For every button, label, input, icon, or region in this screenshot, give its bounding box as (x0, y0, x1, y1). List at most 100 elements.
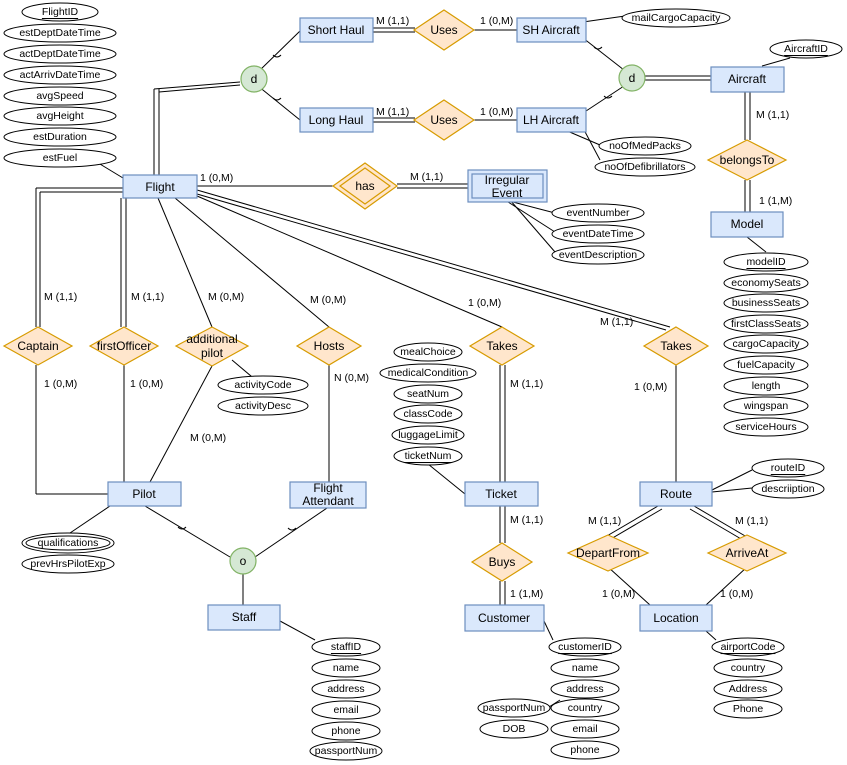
has-label: has (355, 179, 374, 193)
card-uses-lh-aircraft: 1 (0,M) (480, 106, 513, 118)
attr-routeid (751, 458, 825, 478)
attr-staff-phone-text: phone (331, 725, 360, 737)
attr-activitydesc-text: activityDesc (235, 400, 291, 412)
takes-route-diamond (642, 326, 710, 366)
attr-prevhrspilotexp-text: prevHrsPilotExp (30, 558, 105, 570)
model-entity (710, 211, 784, 238)
attr-classcode-text: classCode (403, 408, 452, 420)
attr-customer-name-text: name (572, 662, 598, 674)
attr-modelid-text: modelID (746, 256, 786, 268)
long-haul-label: Long Haul (309, 113, 364, 127)
pilot-entity (107, 481, 182, 507)
attr-length-text: length (752, 380, 781, 392)
attr-noofmedpacks-text: noOfMedPacks (609, 140, 681, 152)
ticket-label: Ticket (485, 487, 517, 501)
flight-entity (122, 174, 198, 199)
card-long-haul-uses: M (1,1) (376, 106, 409, 118)
card-first-officer-pilot: 1 (0,M) (130, 378, 163, 390)
card-aircraft-belongs: M (1,1) (756, 109, 789, 121)
attr-estduration-text: estDuration (33, 131, 87, 143)
card-takes-ticket: M (1,1) (510, 378, 543, 390)
irregular-event-label-1: Irregular (485, 173, 530, 187)
attr-mealchoice-text: mealChoice (400, 346, 456, 358)
long-haul-entity (299, 107, 374, 133)
location-label: Location (653, 611, 698, 625)
additional-pilot-label-1: additional (186, 332, 237, 346)
buys-label: Buys (489, 555, 516, 569)
attr-mailcargocapacity-text: mailCargoCapacity (632, 12, 721, 24)
card-hosts-attendant: N (0,M) (334, 372, 369, 384)
belongs-to-label: belongsTo (720, 153, 775, 167)
flight-disjoint-label: d (251, 72, 258, 86)
card-additional-pilot: M (0,M) (190, 432, 226, 444)
ticket-entity (464, 481, 539, 507)
flight-attendant-entity (289, 481, 367, 509)
attr-noofmedpacks (598, 136, 692, 156)
short-haul-entity (299, 17, 374, 43)
attr-estduration (3, 127, 117, 147)
attr-fuelcapacity-text: fuelCapacity (737, 359, 796, 371)
lh-aircraft-entity (516, 107, 587, 133)
attr-estfuel (3, 148, 117, 168)
ticket-attributes: mealChoice medicalCondition seatNum clas… (379, 342, 477, 466)
card-depart-location: 1 (0,M) (602, 588, 635, 600)
attr-prevhrspilotexp (21, 554, 115, 574)
arrive-at-label: ArriveAt (726, 546, 769, 560)
attr-eventdescription (551, 245, 645, 265)
attr-economyseats-text: economySeats (731, 277, 800, 289)
attr-actdeptdatetime (3, 44, 117, 64)
attr-cargocapacity-text: cargoCapacity (732, 338, 800, 350)
has-diamond-inner (338, 167, 392, 205)
attr-aircraftid-text: AircraftID (784, 43, 828, 55)
route-entity (639, 481, 713, 507)
card-takes-route: 1 (0,M) (634, 381, 667, 393)
first-officer-label: firstOfficer (97, 339, 151, 353)
first-officer-diamond (88, 326, 160, 366)
depart-from-diamond (566, 534, 650, 572)
attr-servicehours-text: serviceHours (735, 421, 796, 433)
card-has-event: M (1,1) (410, 171, 443, 183)
attr-staff-name-text: name (333, 662, 359, 674)
card-belongs-model: 1 (1,M) (759, 195, 792, 207)
aircraft-disjoint-circle (618, 64, 646, 92)
staff-attributes: staffID name address email phone passpor… (309, 637, 383, 761)
attr-customer-passportnum-text: passportNum (483, 702, 546, 714)
lh-aircraft-label: LH Aircraft (523, 113, 580, 127)
attr-customer-dob-text: DOB (503, 723, 526, 735)
subset-markers (177, 46, 613, 531)
card-flight-takes-ticket: 1 (0,M) (468, 297, 501, 309)
attr-customer-country-text: country (568, 702, 603, 714)
attr-estdeptdatetime-text: estDeptDateTime (19, 27, 100, 39)
staff-overlap-circle (229, 547, 257, 575)
takes-ticket-label: Takes (486, 339, 517, 353)
card-buys-customer: 1 (1,M) (510, 588, 543, 600)
attr-ticketnum-text: ticketNum (405, 450, 452, 462)
route-label: Route (660, 487, 692, 501)
buys-diamond (470, 542, 534, 582)
captain-label: Captain (17, 339, 58, 353)
short-haul-label: Short Haul (308, 23, 365, 37)
irregular-event-label-2: Event (492, 186, 523, 200)
attr-aircraftid (769, 39, 843, 59)
attr-qualifications-text: qualifications (38, 537, 99, 549)
staff-entity (207, 604, 281, 631)
card-short-haul-uses: M (1,1) (376, 15, 409, 27)
additional-pilot-label-2: pilot (201, 346, 224, 360)
attr-noofdefibrillators (594, 157, 696, 177)
attr-noofdefibrillators-text: noOfDefibrillators (604, 161, 685, 173)
attr-mailcargocapacity (621, 8, 731, 28)
attr-eventdescription-text: eventDescription (559, 249, 637, 261)
card-arrive-location: 1 (0,M) (720, 588, 753, 600)
takes-route-label: Takes (660, 339, 691, 353)
attr-routeid-text: routeID (771, 462, 806, 474)
attr-customer-address-text: address (566, 683, 603, 695)
takes-ticket-diamond (468, 326, 536, 366)
attr-customerid-text: customerID (558, 641, 612, 653)
arrive-at-diamond (706, 534, 788, 572)
attr-description-text: descriiption (761, 483, 814, 495)
sh-aircraft-label: SH Aircraft (522, 23, 580, 37)
flight-attendant-label-2: Attendant (302, 494, 354, 508)
aircraft-label: Aircraft (728, 72, 767, 86)
attr-estfuel-text: estFuel (43, 152, 77, 164)
